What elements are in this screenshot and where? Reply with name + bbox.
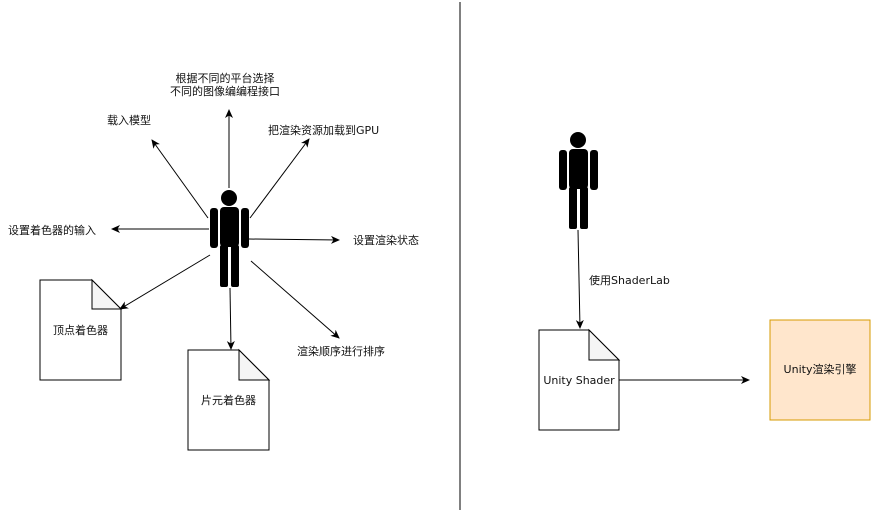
unity-shader-label: Unity Shader bbox=[543, 374, 615, 387]
arrow-load-model bbox=[151, 139, 209, 219]
arrow-vertex-shader bbox=[119, 254, 211, 310]
vertex-shader-label: 顶点着色器 bbox=[53, 324, 108, 337]
platform-label: 根据不同的平台选择 不同的图像编编程接口 bbox=[170, 72, 280, 98]
load-gpu-label: 把渲染资源加载到GPU bbox=[268, 124, 380, 137]
unity-engine-label: Unity渲染引擎 bbox=[783, 363, 857, 376]
set-render-state-label: 设置渲染状态 bbox=[353, 234, 419, 247]
arrow-render-state bbox=[248, 235, 340, 244]
person-icon bbox=[210, 190, 249, 287]
vertex-shader-doc bbox=[39, 278, 123, 381]
platform-label-line1: 根据不同的平台选择 bbox=[175, 72, 275, 85]
unity-engine-box bbox=[769, 319, 871, 421]
unity-shader-doc bbox=[538, 328, 621, 431]
platform-label-line2: 不同的图像编编程接口 bbox=[170, 85, 280, 98]
arrow-load-gpu bbox=[249, 138, 310, 219]
render-order-label: 渲染顺序进行排序 bbox=[297, 345, 385, 358]
fragment-shader-label: 片元着色器 bbox=[201, 394, 256, 407]
arrow-use-shaderlab bbox=[575, 229, 584, 329]
set-shader-input-label: 设置着色器的输入 bbox=[8, 224, 96, 237]
person-icon bbox=[559, 132, 598, 229]
arrow-fragment-shader bbox=[226, 287, 235, 350]
load-model-label: 载入模型 bbox=[107, 114, 151, 127]
arrow-render-order bbox=[250, 260, 340, 339]
use-shaderlab-label: 使用ShaderLab bbox=[589, 274, 670, 287]
fragment-shader-doc bbox=[187, 348, 271, 451]
